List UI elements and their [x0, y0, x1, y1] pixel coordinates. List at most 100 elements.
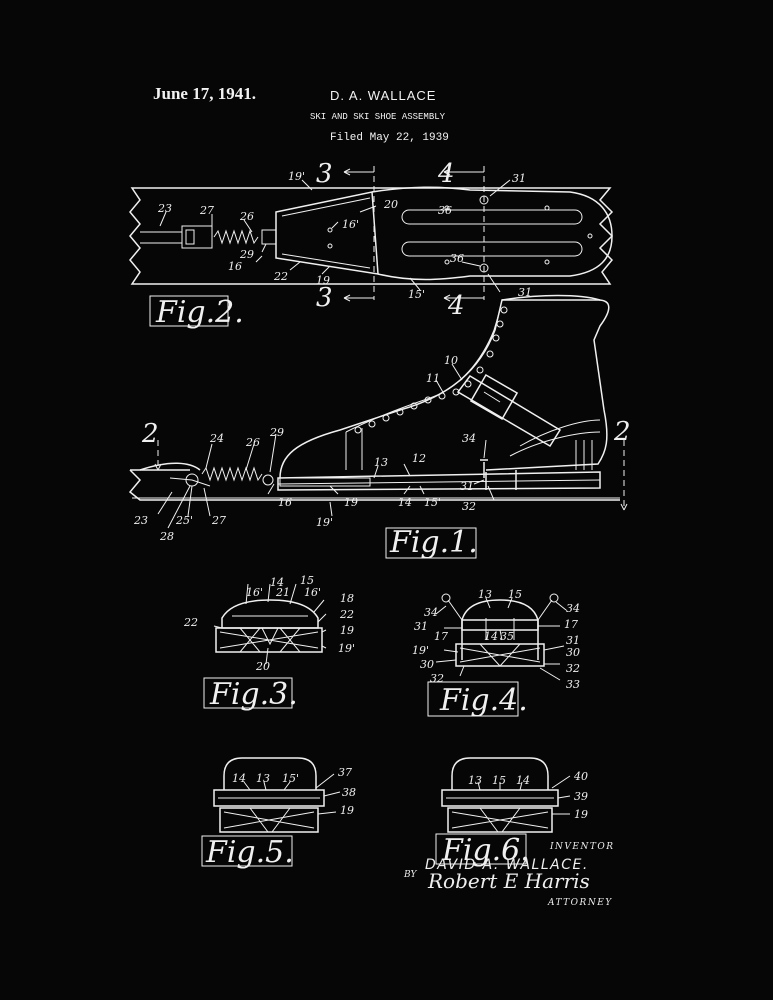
section-mark-3-top: 3 [316, 159, 333, 189]
inventor-label: INVENTOR [550, 842, 615, 852]
ref-fig2-31a: 31 [512, 172, 526, 185]
ref-fig1-16: 16 [278, 496, 292, 509]
ref-fig3-20: 20 [255, 660, 270, 673]
ref-fig1-26: 26 [245, 436, 260, 449]
ref-fig4-31b: 31 [566, 634, 580, 647]
ref-fig1-32: 32 [462, 500, 476, 513]
ref-fig4-15: 15 [508, 588, 522, 601]
ref-fig1-13: 13 [374, 456, 388, 469]
ref-fig4-30a: 30 [420, 658, 434, 671]
ref-fig4-17b: 17 [564, 618, 578, 631]
ref-fig2-19: 19 [316, 274, 330, 287]
section-mark-3-bottom: 3 [316, 283, 333, 313]
ref-fig1-11: 11 [426, 372, 440, 385]
section-mark-4-top: 4 [437, 159, 455, 189]
ref-fig4-32b: 32 [566, 662, 580, 675]
attorney-label: ATTORNEY [548, 898, 613, 908]
ref-fig1-10: 10 [444, 354, 458, 367]
ref-fig1-27: 27 [211, 514, 226, 527]
ref-fig4-14: 14 [484, 630, 498, 643]
ref-fig3-18: 18 [340, 592, 354, 605]
figure-2: 3 4 3 4 19' 31 23 27 26 20 16' 36 29 16 … [129, 159, 614, 330]
ref-fig6-19: 19 [574, 808, 588, 821]
ref-fig4-33: 33 [566, 678, 580, 691]
figure-3: 14 15 16' 21 16' 18 22 22 19 19' 20 Fig.… [183, 574, 355, 712]
ref-fig4-34b: 34 [566, 602, 580, 615]
ref-fig1-31: 31 [460, 480, 474, 493]
ref-fig3-15: 15 [300, 574, 314, 587]
ref-fig1-25p: 25' [175, 514, 193, 527]
ref-fig6-15: 15 [492, 774, 506, 787]
ref-fig1-12: 12 [412, 452, 426, 465]
ref-fig4-19p: 19' [412, 644, 429, 657]
ref-fig5-38: 38 [342, 786, 356, 799]
patent-title: SKI AND SKI SHOE ASSEMBLY [310, 112, 446, 122]
ref-fig5-14: 14 [232, 772, 246, 785]
ref-fig2-27: 27 [199, 204, 214, 217]
ref-fig2-19p: 19' [288, 170, 305, 183]
inventor-heading: D. A. WALLACE [330, 88, 437, 103]
ref-fig1-19p: 19' [316, 516, 333, 529]
ref-fig2-16: 16 [228, 260, 242, 273]
ref-fig2-29: 29 [239, 248, 254, 261]
ref-fig1-28: 28 [159, 530, 174, 543]
patent-date: June 17, 1941. [153, 84, 256, 103]
ref-fig5-37: 37 [338, 766, 352, 779]
ref-fig2-15p: 15' [408, 288, 425, 301]
inventor-full-name: DAVID A. WALLACE. [425, 857, 589, 873]
ref-fig2-16p: 16' [342, 218, 359, 231]
figure-5-label: Fig.5. [205, 835, 294, 870]
figure-2-label: Fig.2. [155, 295, 244, 330]
figure-4-label: Fig.4. [439, 683, 528, 718]
ref-fig6-40: 40 [573, 770, 588, 783]
attorney-signature: Robert E Harris [428, 869, 590, 893]
ref-fig5-19: 19 [340, 804, 354, 817]
ref-fig3-16pb: 16' [304, 586, 321, 599]
ref-fig2-22: 22 [273, 270, 288, 283]
ref-fig5-13: 13 [256, 772, 270, 785]
ref-fig4-31a: 31 [414, 620, 428, 633]
ref-fig2-31b: 31 [518, 286, 532, 299]
ref-fig1-23: 23 [133, 514, 148, 527]
ref-fig4-30b: 30 [566, 646, 580, 659]
ref-fig2-36a: 36 [438, 204, 452, 217]
ref-fig4-35: 35 [500, 630, 514, 643]
ref-fig3-19p: 19' [338, 642, 355, 655]
ref-fig6-13: 13 [468, 774, 482, 787]
ref-fig5-15p: 15' [282, 772, 299, 785]
figure-4: 13 15 34 34 31 17 14 35 17 31 19' 30 30 … [412, 588, 580, 718]
filed-date: Filed May 22, 1939 [330, 132, 449, 144]
ref-fig3-14: 14 [270, 576, 284, 589]
ref-fig1-34: 34 [462, 432, 476, 445]
ref-fig4-17a: 17 [434, 630, 448, 643]
section-mark-2-left: 2 [141, 419, 159, 449]
ref-fig3-16pa: 16' [246, 586, 263, 599]
ref-fig3-22a: 22 [183, 616, 198, 629]
figure-6-label: Fig.6. [441, 833, 530, 868]
ref-fig2-36b: 36 [450, 252, 464, 265]
figure-3-label: Fig.3. [209, 677, 298, 712]
ref-fig2-20: 20 [383, 198, 398, 211]
ref-fig6-39: 39 [574, 790, 588, 803]
ref-fig1-19: 19 [344, 496, 358, 509]
ref-fig4-13: 13 [478, 588, 492, 601]
ref-fig1-15p: 15' [424, 496, 441, 509]
ref-fig3-22b: 22 [339, 608, 354, 621]
figure-1: 2 2 10 11 34 24 26 29 13 12 31 16 19 14 … [128, 294, 631, 560]
section-mark-4-bottom: 4 [447, 291, 465, 321]
ref-fig3-19: 19 [340, 624, 354, 637]
figure-6: 13 15 14 40 39 19 Fig.6. [435, 757, 588, 868]
ref-fig1-24: 24 [209, 432, 224, 445]
figure-5: 14 13 15' 37 38 19 Fig.5. [201, 757, 356, 870]
figure-1-label: Fig.1. [389, 525, 478, 560]
ref-fig6-14: 14 [516, 774, 530, 787]
ref-fig2-23: 23 [157, 202, 172, 215]
ref-fig1-14: 14 [398, 496, 412, 509]
by-label: BY [404, 870, 417, 880]
ref-fig1-29: 29 [269, 426, 284, 439]
ref-fig2-26: 26 [239, 210, 254, 223]
section-mark-2-right: 2 [613, 417, 631, 447]
ref-fig3-21: 21 [275, 586, 290, 599]
